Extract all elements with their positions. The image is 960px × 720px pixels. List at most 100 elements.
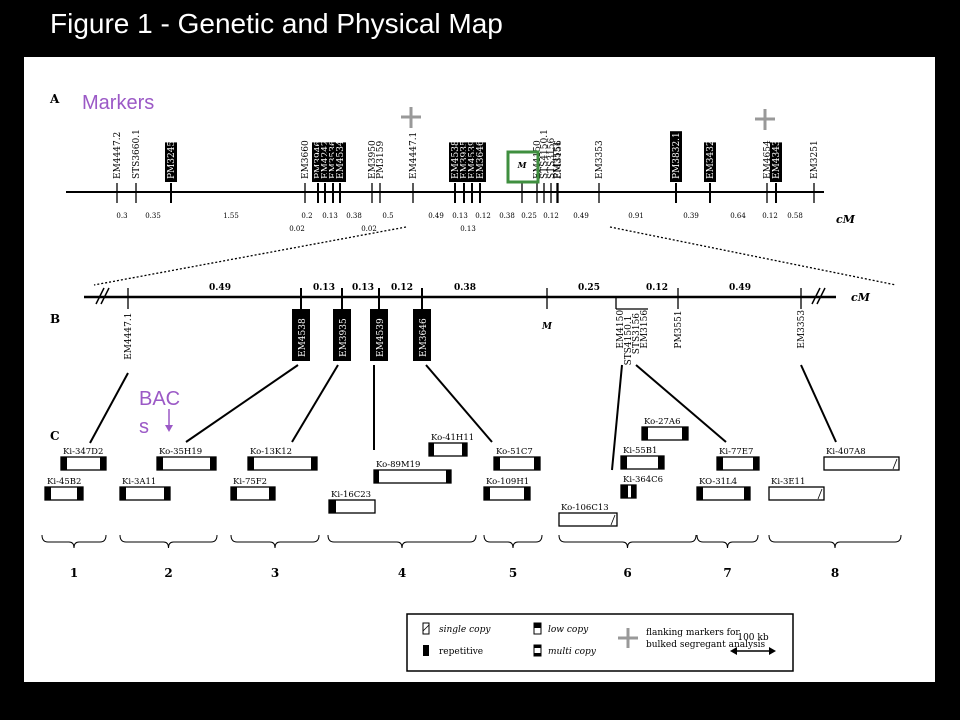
- svg-text:EM3156: EM3156: [640, 310, 650, 349]
- svg-text:STS3660.1: STS3660.1: [132, 129, 142, 179]
- panel-a-unit: cM: [836, 213, 856, 226]
- marker-a-em4343: EM4343: [770, 140, 782, 182]
- distance-b-3: 0.12: [391, 283, 413, 293]
- svg-text:EM3935: EM3935: [460, 140, 470, 179]
- svg-text:1: 1: [70, 566, 78, 580]
- panel-c-clones: Ki-347D2Ki-45B2Ko-35H19Ki-3A11Ko-13K12Ki…: [44, 417, 900, 527]
- svg-text:KO-31L4: KO-31L4: [699, 477, 737, 487]
- marker-a-pm3245: PM3245: [165, 141, 177, 182]
- legend-scale: 100 kb: [737, 633, 768, 643]
- connector-1: [185, 364, 299, 443]
- distance-a-2: 1.55: [223, 212, 239, 220]
- panel-a-markers: EM4447.2STS3660.1PM3245EM3660PM3946EM424…: [113, 129, 820, 203]
- marker-a-sts4150-1: STS4150.1: [540, 129, 550, 179]
- svg-text:Ki-347D2: Ki-347D2: [63, 447, 103, 457]
- bacs-arrow-icon: [165, 425, 173, 432]
- clone-ko-31l4: KO-31L4: [696, 477, 751, 501]
- svg-text:EM3353: EM3353: [797, 310, 807, 349]
- distance-a-below-1: 0.02: [361, 225, 377, 233]
- marker-a-pm3832-1: PM3832.1: [670, 131, 682, 182]
- distance-a-9: 0.12: [475, 212, 491, 220]
- svg-text:Ko-41H11: Ko-41H11: [431, 433, 474, 443]
- break-left-icon: [95, 287, 110, 305]
- distance-a-5: 0.38: [346, 212, 362, 220]
- group-5: 5: [483, 534, 543, 580]
- marker-b-pm3551: PM3551: [674, 288, 684, 349]
- svg-text:STS3156: STS3156: [547, 137, 557, 179]
- svg-text:Ki-77E7: Ki-77E7: [719, 447, 753, 457]
- legend-single-copy: single copy: [439, 625, 491, 635]
- clone-ki-3e11: Ki-3E11: [768, 477, 825, 501]
- repetitive-swatch-icon: [423, 645, 429, 656]
- svg-text:8: 8: [831, 566, 839, 580]
- svg-text:PM3832.1: PM3832.1: [672, 132, 682, 179]
- connector-6: [635, 364, 727, 443]
- marker-a-em4447-2: EM4447.2: [113, 132, 123, 179]
- zoom-line-left: [93, 226, 407, 286]
- distance-a-16: 0.64: [730, 212, 746, 220]
- marker-a-em3646: EM3646: [474, 140, 486, 182]
- marker-a-em3251: EM3251: [810, 140, 820, 179]
- marker-a-pm3159: PM3159: [376, 141, 386, 179]
- svg-text:EM3950: EM3950: [368, 140, 378, 179]
- distance-b-0: 0.49: [209, 283, 231, 293]
- marker-a-em4534: EM4534: [334, 140, 346, 182]
- legend-low-copy: low copy: [548, 625, 589, 635]
- group-7: 7: [696, 534, 759, 580]
- svg-text:EM4654: EM4654: [763, 140, 773, 179]
- scale-arrow-left-icon: [730, 647, 737, 655]
- clone-ki-55b1: Ki-55B1: [620, 446, 665, 470]
- svg-text:STS4150.1: STS4150.1: [624, 316, 634, 366]
- clone-ki-16c23: Ki-16C23: [328, 490, 376, 514]
- distance-a-0: 0.3: [116, 212, 127, 220]
- svg-text:Ki-45B2: Ki-45B2: [47, 477, 81, 487]
- marker-a-em3432: EM3432: [704, 140, 716, 182]
- marker-b-em4447-1: EM4447.1: [124, 288, 134, 360]
- svg-text:Ko-27A6: Ko-27A6: [644, 417, 680, 427]
- marker-b-em3353: EM3353: [797, 288, 807, 349]
- clone-ko-106c13: Ko-106C13: [558, 503, 618, 527]
- svg-text:PM3159: PM3159: [376, 141, 386, 179]
- svg-text:EM4534: EM4534: [336, 140, 346, 179]
- distance-a-8: 0.13: [452, 212, 468, 220]
- svg-text:M: M: [517, 160, 528, 170]
- group-6: 6: [558, 534, 697, 580]
- distance-a-3: 0.2: [301, 212, 312, 220]
- svg-text:M: M: [541, 322, 553, 332]
- marker-a-sts3660-1: STS3660.1: [132, 129, 142, 179]
- svg-text:PM3245: PM3245: [167, 141, 177, 179]
- bacs-annotation-line2: s: [139, 416, 149, 438]
- clone-ko-35h19: Ko-35H19: [156, 447, 217, 471]
- svg-text:EM3646: EM3646: [476, 140, 486, 179]
- svg-text:Ko-51C7: Ko-51C7: [496, 447, 533, 457]
- distance-a-14: 0.91: [628, 212, 644, 220]
- distance-b-1: 0.13: [313, 283, 335, 293]
- group-8: 8: [768, 534, 902, 580]
- group-1: 1: [41, 534, 107, 580]
- svg-text:EM4242: EM4242: [321, 140, 331, 179]
- distance-a-6: 0.5: [382, 212, 393, 220]
- connector-7: [800, 364, 837, 443]
- connector-2: [291, 364, 339, 443]
- distance-a-10: 0.38: [499, 212, 515, 220]
- clone-ki-45b2: Ki-45B2: [44, 477, 84, 501]
- svg-text:EM3251: EM3251: [810, 140, 820, 179]
- clone-ko-51c7: Ko-51C7: [493, 447, 541, 471]
- distance-a-4: 0.13: [322, 212, 338, 220]
- marker-b-sts4150-1: STS4150.1: [624, 316, 634, 366]
- distance-a-18: 0.58: [787, 212, 803, 220]
- legend-multi-copy: multi copy: [548, 647, 597, 657]
- svg-text:Ko-35H19: Ko-35H19: [159, 447, 202, 457]
- clone-ki-75f2: Ki-75F2: [230, 477, 276, 501]
- panel-b-unit: cM: [851, 291, 871, 304]
- distance-b-5: 0.25: [578, 283, 600, 293]
- marker-b-em4539: EM4539: [370, 288, 388, 361]
- svg-text:Ki-55B1: Ki-55B1: [623, 446, 657, 456]
- svg-text:STS4150.1: STS4150.1: [540, 129, 550, 179]
- svg-text:PM3551: PM3551: [553, 141, 563, 179]
- marker-b-em3646: EM3646: [413, 288, 431, 361]
- scale-arrow-right-icon: [769, 647, 776, 655]
- panel-a-letter: A: [49, 92, 60, 106]
- connector-4: [425, 364, 493, 443]
